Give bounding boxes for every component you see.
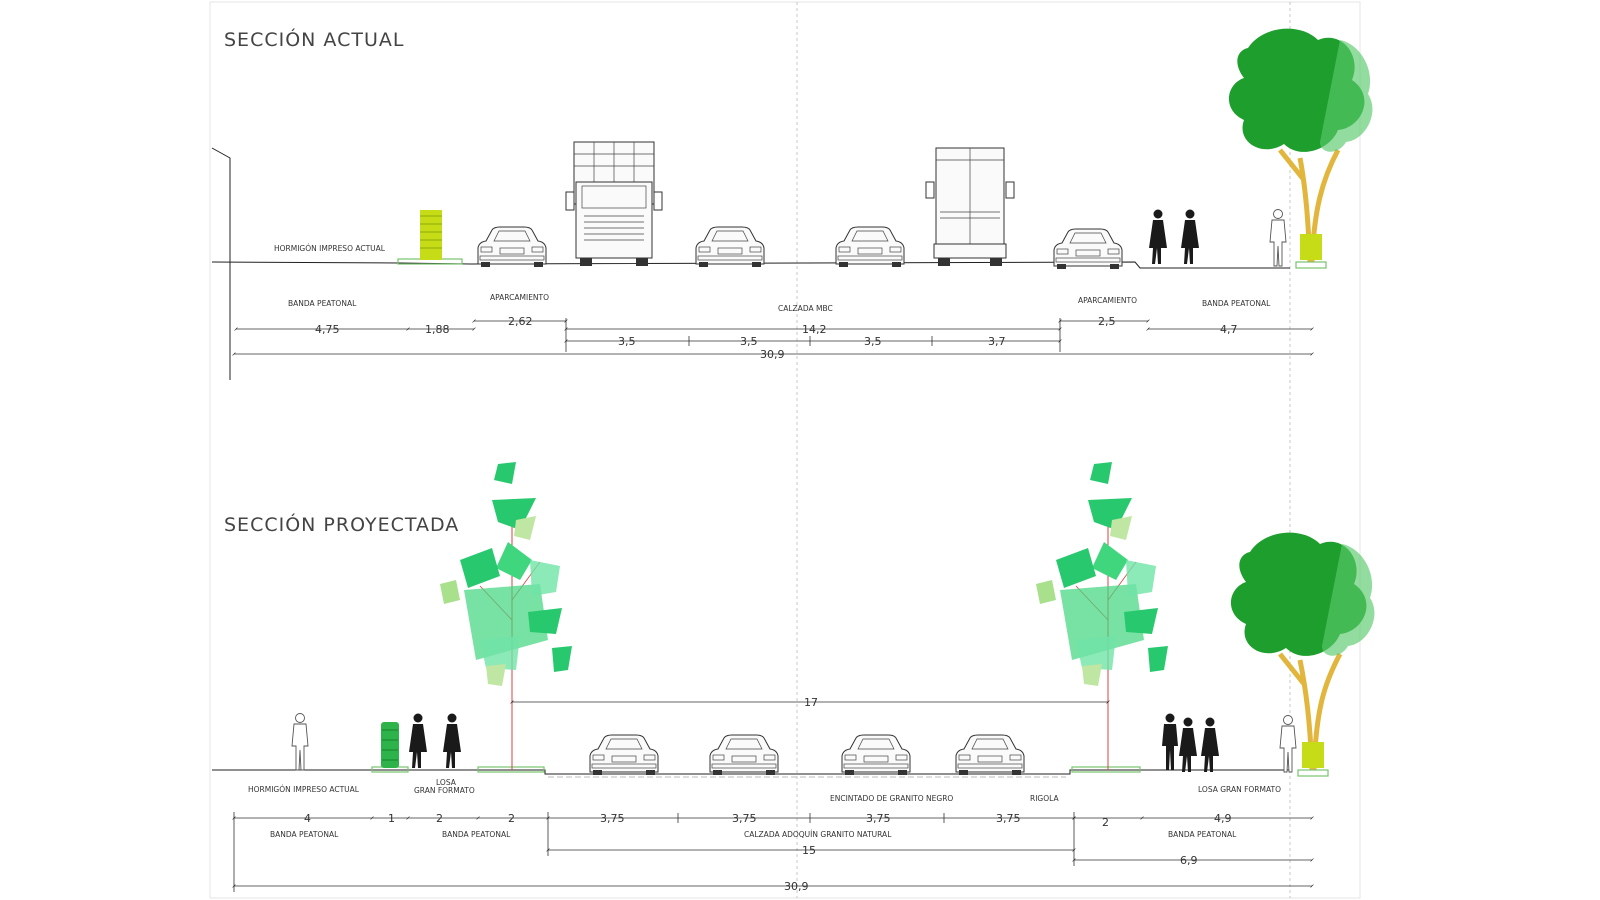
top-parked-car-right [1053,228,1123,270]
bottom-pedestrian-4 [1179,717,1197,772]
bottom-encintado-label: ENCINTADO DE GRANITO NEGRO [830,794,953,803]
bottom-car-lane-4 [955,734,1025,776]
top-dimensions [232,318,1314,356]
top-dim-4-7: 4,7 [1220,323,1238,336]
top-pedestrian-outline [1269,209,1287,267]
top-dim-3-5-a: 3,5 [618,335,636,348]
top-pedestrian-1 [1149,209,1167,264]
bottom-calzada-label: CALZADA ADOQUÍN GRANITO NATURAL [744,830,892,839]
bottom-pedestrian-outline-left [291,713,309,771]
bottom-dim-2-a: 2 [436,812,443,825]
bottom-dim-4-9: 4,9 [1214,812,1232,825]
top-pedestrian-2 [1181,209,1199,264]
bottom-dim-6-9: 6,9 [1180,854,1198,867]
bottom-dim-2-right: 2 [1102,816,1109,829]
bottom-dim-2-b: 2 [508,812,515,825]
top-car-lane-2 [695,226,765,268]
bottom-losa-label-line2: GRAN FORMATO [414,786,475,795]
top-truck-back [925,147,1015,267]
bottom-banda-b-label: BANDA PEATONAL [442,830,511,839]
bottom-big-tree [1230,532,1375,777]
top-dim-1-88: 1,88 [425,323,450,336]
top-banda-right-label: BANDA PEATONAL [1202,299,1271,308]
top-car-lane-3 [835,226,905,268]
bottom-banda-right-label: BANDA PEATONAL [1168,830,1237,839]
top-calzada-label: CALZADA MBC [778,304,833,313]
top-hormigon-label: HORMIGÓN IMPRESO ACTUAL [274,244,386,253]
bottom-section-title: SECCIÓN PROYECTADA [224,512,459,536]
bottom-pedestrian-1 [409,713,427,768]
bottom-car-lane-3 [841,734,911,776]
bottom-losa-right-label: LOSA GRAN FORMATO [1198,785,1281,794]
bottom-ground-line [212,769,1290,775]
bottom-banda-a-label: BANDA PEATONAL [270,830,339,839]
bottom-tree-right [1036,462,1168,770]
bottom-losa-label-line1: LOSA [436,778,457,787]
top-dim-14-2: 14,2 [802,323,827,336]
bottom-planter-left [477,766,545,773]
bottom-dim-17: 17 [804,696,818,709]
bottom-dim-3-75-a: 3,75 [600,812,625,825]
top-dim-3-7: 3,7 [988,335,1006,348]
bottom-dim-total: 30,9 [784,880,809,893]
building-edge [211,147,231,262]
top-big-tree [1228,28,1373,269]
bottom-pedestrian-outline-right [1279,715,1297,773]
top-dim-3-5-b: 3,5 [740,335,758,348]
top-parked-car-left [477,226,547,268]
top-aparc-right-label: APARCAMIENTO [1078,296,1137,305]
top-banda-left-label: BANDA PEATONAL [288,299,357,308]
bottom-dim-1: 1 [388,812,395,825]
top-section-title: SECCIÓN ACTUAL [224,27,404,51]
bottom-pedestrian-3 [1162,713,1178,770]
bottom-car-lane-1 [589,734,659,776]
top-dim-2-5: 2,5 [1098,315,1116,328]
top-aparc-left-label: APARCAMIENTO [490,293,549,302]
bottom-pedestrian-2 [443,713,461,768]
bottom-car-lane-2 [709,734,779,776]
bottom-dim-3-75-c: 3,75 [866,812,891,825]
top-dim-3-5-c: 3,5 [864,335,882,348]
bottom-hormigon-label: HORMIGÓN IMPRESO ACTUAL [248,785,360,794]
top-ground-line [211,261,1290,269]
top-dim-2-62: 2,62 [508,315,533,328]
bottom-rigola-label: RIGOLA [1030,794,1059,803]
bottom-planter-right [1071,766,1141,773]
bottom-dim-3-75-b: 3,75 [732,812,757,825]
bottom-dim-15: 15 [802,844,816,857]
top-hedge [420,210,442,260]
bottom-hedge [381,722,399,768]
bottom-dim-4: 4 [304,812,311,825]
top-dim-total: 30,9 [760,348,785,361]
bottom-tree-left [440,462,572,770]
bottom-pedestrian-5 [1201,717,1219,772]
top-truck-front [565,141,663,267]
bottom-dimensions [232,700,1314,892]
top-dim-4-75: 4,75 [315,323,340,336]
bottom-dim-3-75-d: 3,75 [996,812,1021,825]
